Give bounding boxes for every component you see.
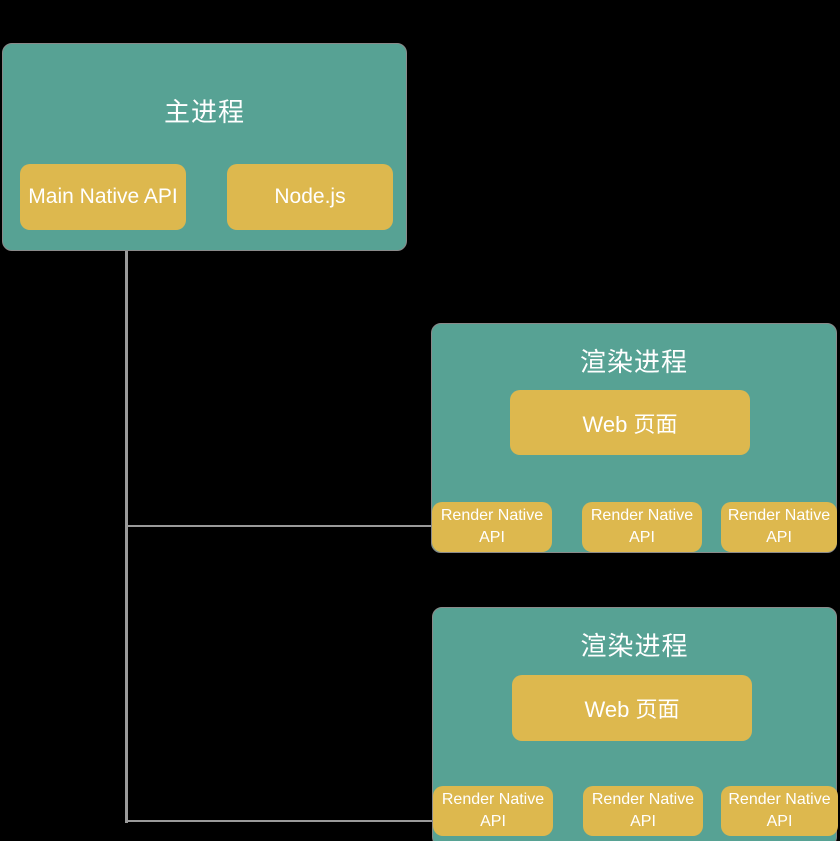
renderer-process-1-title: 渲染进程 xyxy=(579,347,688,377)
renderer-process-2-title: 渲染进程 xyxy=(580,631,689,661)
web-page-box-2: Web 页面 xyxy=(512,675,752,741)
render-native-api-box: Render Native API xyxy=(721,786,838,836)
nodejs-box: Node.js xyxy=(227,164,393,230)
connector-line-to-renderer-2 xyxy=(126,820,434,822)
connector-line-vertical xyxy=(125,251,128,823)
renderer-process-box-1: 渲染进程 Web 页面 Render Native API Render Nat… xyxy=(431,323,837,553)
render-native-api-box: Render Native API xyxy=(433,786,553,836)
render-native-api-box: Render Native API xyxy=(432,502,552,552)
connector-line-to-renderer-1 xyxy=(126,525,433,527)
main-native-api-box: Main Native API xyxy=(20,164,186,230)
render-native-api-box: Render Native API xyxy=(721,502,837,552)
web-page-box-1: Web 页面 xyxy=(510,390,750,455)
main-process-title: 主进程 xyxy=(163,97,245,127)
main-process-box: 主进程 Main Native API Node.js xyxy=(2,43,407,251)
renderer-process-box-2: 渲染进程 Web 页面 Render Native API Render Nat… xyxy=(432,607,838,841)
render-native-api-box: Render Native API xyxy=(582,502,702,552)
render-native-api-box: Render Native API xyxy=(583,786,703,836)
